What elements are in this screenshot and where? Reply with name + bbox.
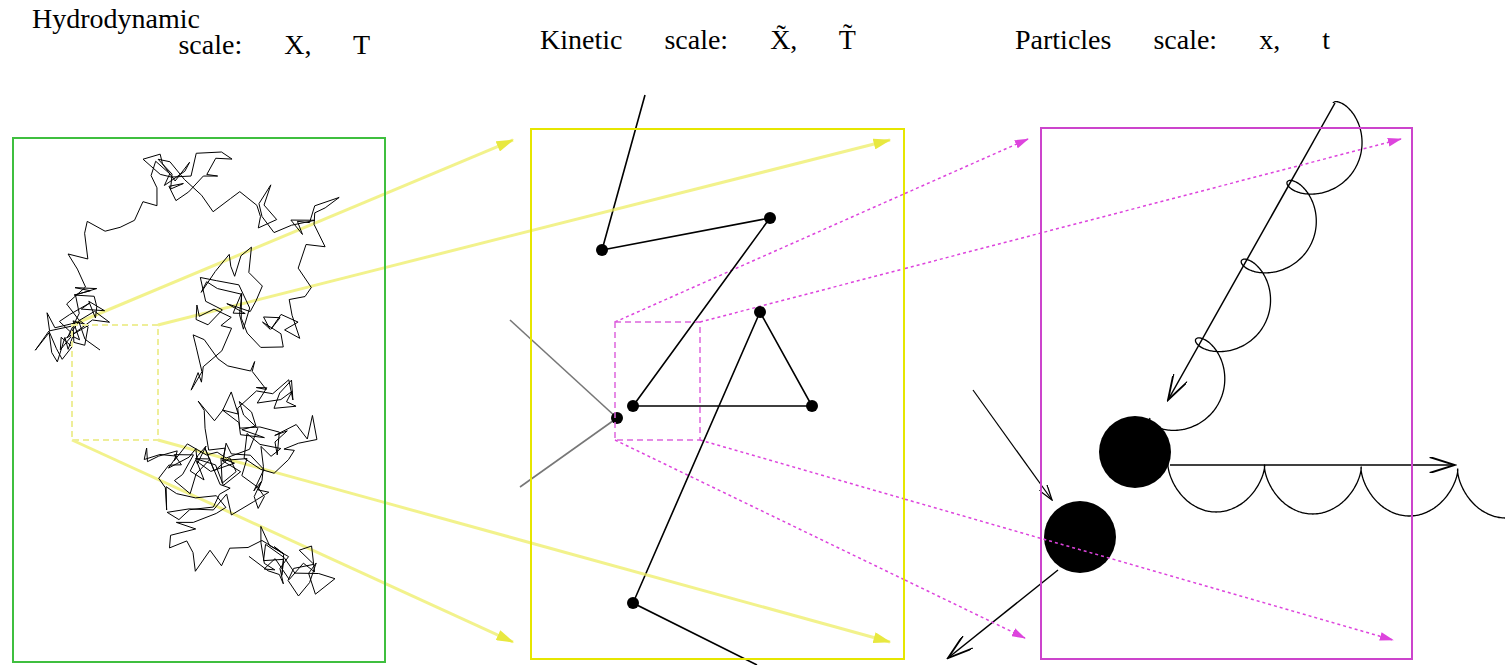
scale-label: Hydrodynamic scale: X, T [32,3,370,60]
scale-label: Kinetic scale: X̃, T̃ [540,24,856,55]
wrap-spacer [200,6,370,32]
scale-heading: Particles scale: x, t [1015,27,1330,53]
zoom-region [72,325,158,440]
wave-path [1168,463,1505,518]
zoom-ray-segment [158,440,386,503]
collision-dot [806,400,818,412]
zoom-arrow [386,140,513,193]
zoom-arrow [386,584,513,642]
zoom-arrow [905,139,1028,194]
zigzag-path [602,95,812,665]
grey-path [510,320,617,418]
zoom-arrow [386,503,890,642]
zoom-ray-segment [700,268,905,322]
wave-path [1150,102,1362,431]
collision-dot [754,306,766,318]
scale-heading: Hydrodynamic scale: X, T [15,6,370,58]
incoming-arrow [1168,103,1335,400]
grey-path [520,418,617,487]
particle-collision [948,103,1455,658]
collision-dot [764,212,776,224]
zoom-ray-segment [615,194,905,322]
random-walk [35,152,339,596]
zoom-ray-segment [158,267,386,325]
zoom-ray-segment [615,440,905,580]
scale-panel: Kinetic scale: X̃, T̃ [530,128,905,660]
zoom-region [615,322,700,440]
scale-panel: Particles scale: x, t [1040,127,1413,660]
zoom-arrow [905,580,1025,638]
scale-label: Particles scale: x, t [1015,24,1330,55]
zoom-ray-segment [700,440,905,499]
particle [1099,416,1171,488]
random-walk-path [35,152,339,596]
collision-dot [627,400,639,412]
zoom-ray-segments [72,193,905,584]
zoom-arrow [386,140,890,267]
collision-dot [627,597,639,609]
zoom-arrow [905,139,1401,268]
collision-dot [596,244,608,256]
collision-dot [611,412,623,424]
wave-paths [1150,102,1505,518]
scale-panel: Hydrodynamic scale: X, T [12,137,386,663]
particle [1044,501,1116,573]
scale-heading: Kinetic scale: X̃, T̃ [540,27,856,53]
zoom-arrow [905,499,1393,640]
